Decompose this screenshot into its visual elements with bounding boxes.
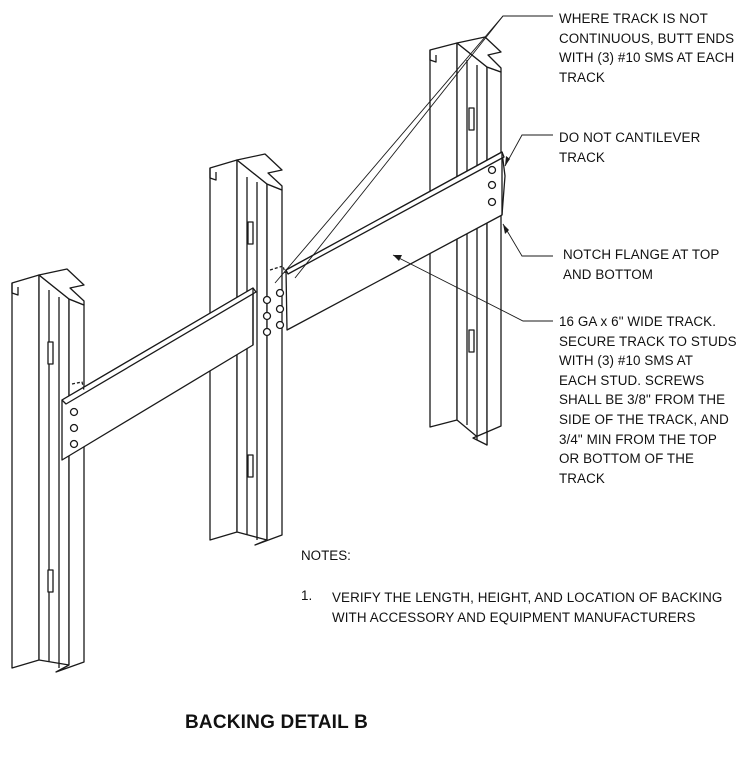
callout-do-not-cantilever: DO NOT CANTILEVER TRACK (559, 128, 700, 167)
note-line: WITH ACCESSORY AND EQUIPMENT MANUFACTURE… (332, 609, 696, 625)
callout-line: WITH (3) #10 SMS AT (559, 353, 694, 369)
track-right-screws (275, 165, 497, 330)
stud-left (11, 268, 85, 673)
callout-line: CONTINUOUS, BUTT ENDS (559, 30, 735, 46)
callout-notch-flange: NOTCH FLANGE AT TOP AND BOTTOM (563, 245, 719, 284)
track-segment-left (61, 287, 272, 461)
callout-line: EACH STUD. SCREWS (559, 372, 705, 388)
note-item: VERIFY THE LENGTH, HEIGHT, AND LOCATION … (332, 588, 722, 627)
callout-line: 16 GA x 6" WIDE TRACK. (559, 314, 717, 329)
callout-line: SIDE OF THE TRACK, AND (559, 411, 729, 427)
callout-track-spec: 16 GA x 6" WIDE TRACK. SECURE TRACK TO S… (559, 312, 737, 488)
callout-line: TRACK (559, 470, 605, 486)
track-segment-right (269, 151, 506, 331)
callout-line: AND BOTTOM (563, 266, 654, 282)
callout-track-not-continuous: WHERE TRACK IS NOT CONTINUOUS, BUTT ENDS… (559, 9, 734, 87)
callout-line: SECURE TRACK TO STUDS (559, 333, 737, 349)
callout-line: SHALL BE 3/8" FROM THE (559, 392, 726, 408)
leader-arrowheads (393, 156, 510, 261)
note-line: VERIFY THE LENGTH, HEIGHT, AND LOCATION … (332, 590, 723, 605)
track-left-screws (69, 295, 272, 449)
leader-track-spec (392, 254, 553, 322)
note-number: 1. (301, 588, 313, 603)
callout-line: 3/4" MIN FROM THE TOP (559, 431, 717, 447)
callout-line: WHERE TRACK IS NOT (559, 11, 708, 26)
detail-title: BACKING DETAIL B (185, 712, 368, 733)
notes-heading: NOTES: (301, 548, 351, 563)
callout-line: NOTCH FLANGE AT TOP (563, 247, 720, 262)
callout-line: DO NOT CANTILEVER (559, 130, 701, 145)
leader-notch (502, 223, 553, 257)
callout-line: WITH (3) #10 SMS AT EACH (559, 50, 735, 66)
stud-right (429, 36, 502, 446)
leader-lines (274, 15, 553, 322)
callout-line: TRACK (559, 149, 605, 165)
leader-cantilever (504, 134, 553, 167)
callout-line: TRACK (559, 69, 605, 85)
callout-line: OR BOTTOM OF THE (559, 451, 695, 467)
